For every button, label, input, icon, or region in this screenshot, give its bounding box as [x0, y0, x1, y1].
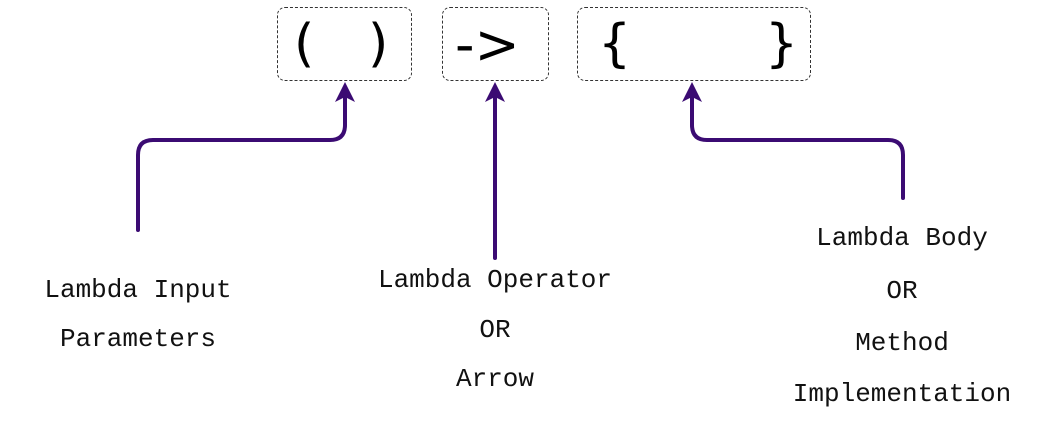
body-label-line1: Lambda Body	[816, 223, 988, 253]
body-arrowhead	[682, 82, 702, 102]
operator-label-line1: Lambda Operator	[377, 265, 613, 295]
params-label-line2: Parameters	[59, 324, 217, 354]
arrow-box	[442, 7, 549, 81]
body-label-line4: Implementation	[792, 379, 1012, 409]
body-box	[577, 7, 811, 81]
arrow-operator: ->	[455, 13, 520, 76]
params-arrowhead	[335, 82, 355, 102]
close-paren: )	[368, 14, 389, 74]
operator-label-line2: OR	[479, 315, 511, 345]
operator-label-line3: Arrow	[455, 364, 534, 394]
body-label-line3: Method	[855, 328, 949, 358]
close-brace: }	[765, 14, 799, 74]
params-arrow	[136, 96, 347, 232]
params-box	[277, 7, 412, 81]
operator-arrowhead	[485, 82, 505, 102]
open-paren: (	[294, 14, 315, 74]
body-label-line2: OR	[886, 276, 918, 306]
open-brace: {	[598, 14, 632, 74]
params-label-line1: Lambda Input	[44, 275, 232, 305]
body-arrow	[690, 96, 905, 200]
